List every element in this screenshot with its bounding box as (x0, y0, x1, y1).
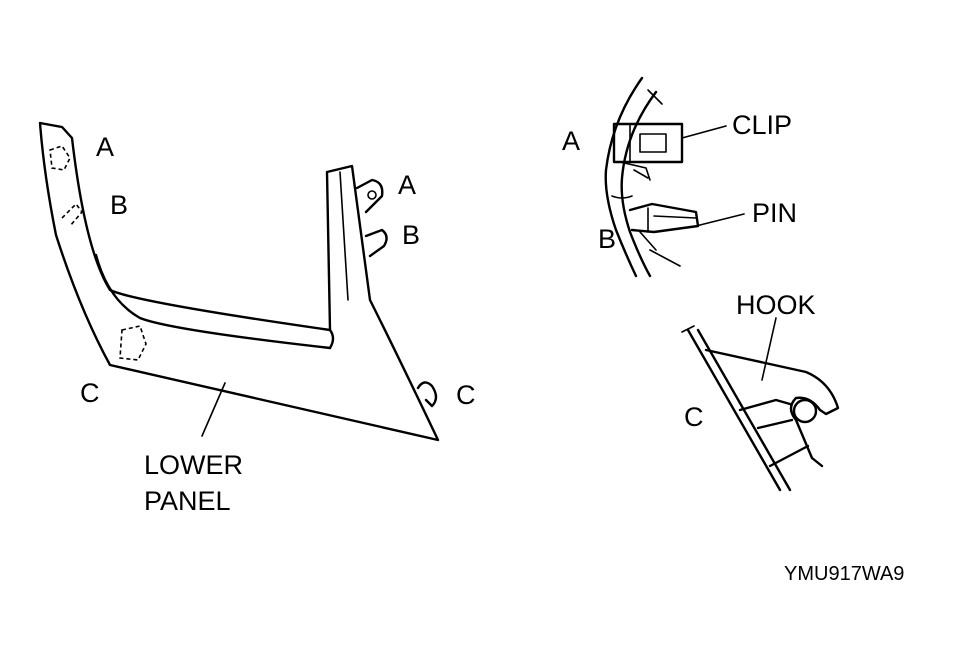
label-c-right: C (456, 380, 476, 410)
detail-label-a: A (562, 126, 580, 156)
label-c-left: C (80, 378, 100, 408)
label-b-left: B (110, 190, 128, 220)
clip-pin-detail (604, 76, 745, 278)
lower-panel-drawing (38, 121, 440, 442)
clip-label: CLIP (732, 110, 792, 140)
figure-code: YMU917WA9 (784, 563, 904, 585)
label-a-right: A (398, 170, 416, 200)
hook-detail (681, 317, 840, 492)
detail-label-b: B (598, 224, 616, 254)
lower-panel-label-line2: PANEL (144, 486, 231, 516)
lower-panel-label-line1: LOWER (144, 450, 243, 480)
pin-label: PIN (752, 198, 797, 228)
label-b-right: B (402, 220, 420, 250)
label-a-left: A (96, 132, 114, 162)
hook-label: HOOK (736, 290, 816, 320)
detail-label-c: C (684, 402, 704, 432)
